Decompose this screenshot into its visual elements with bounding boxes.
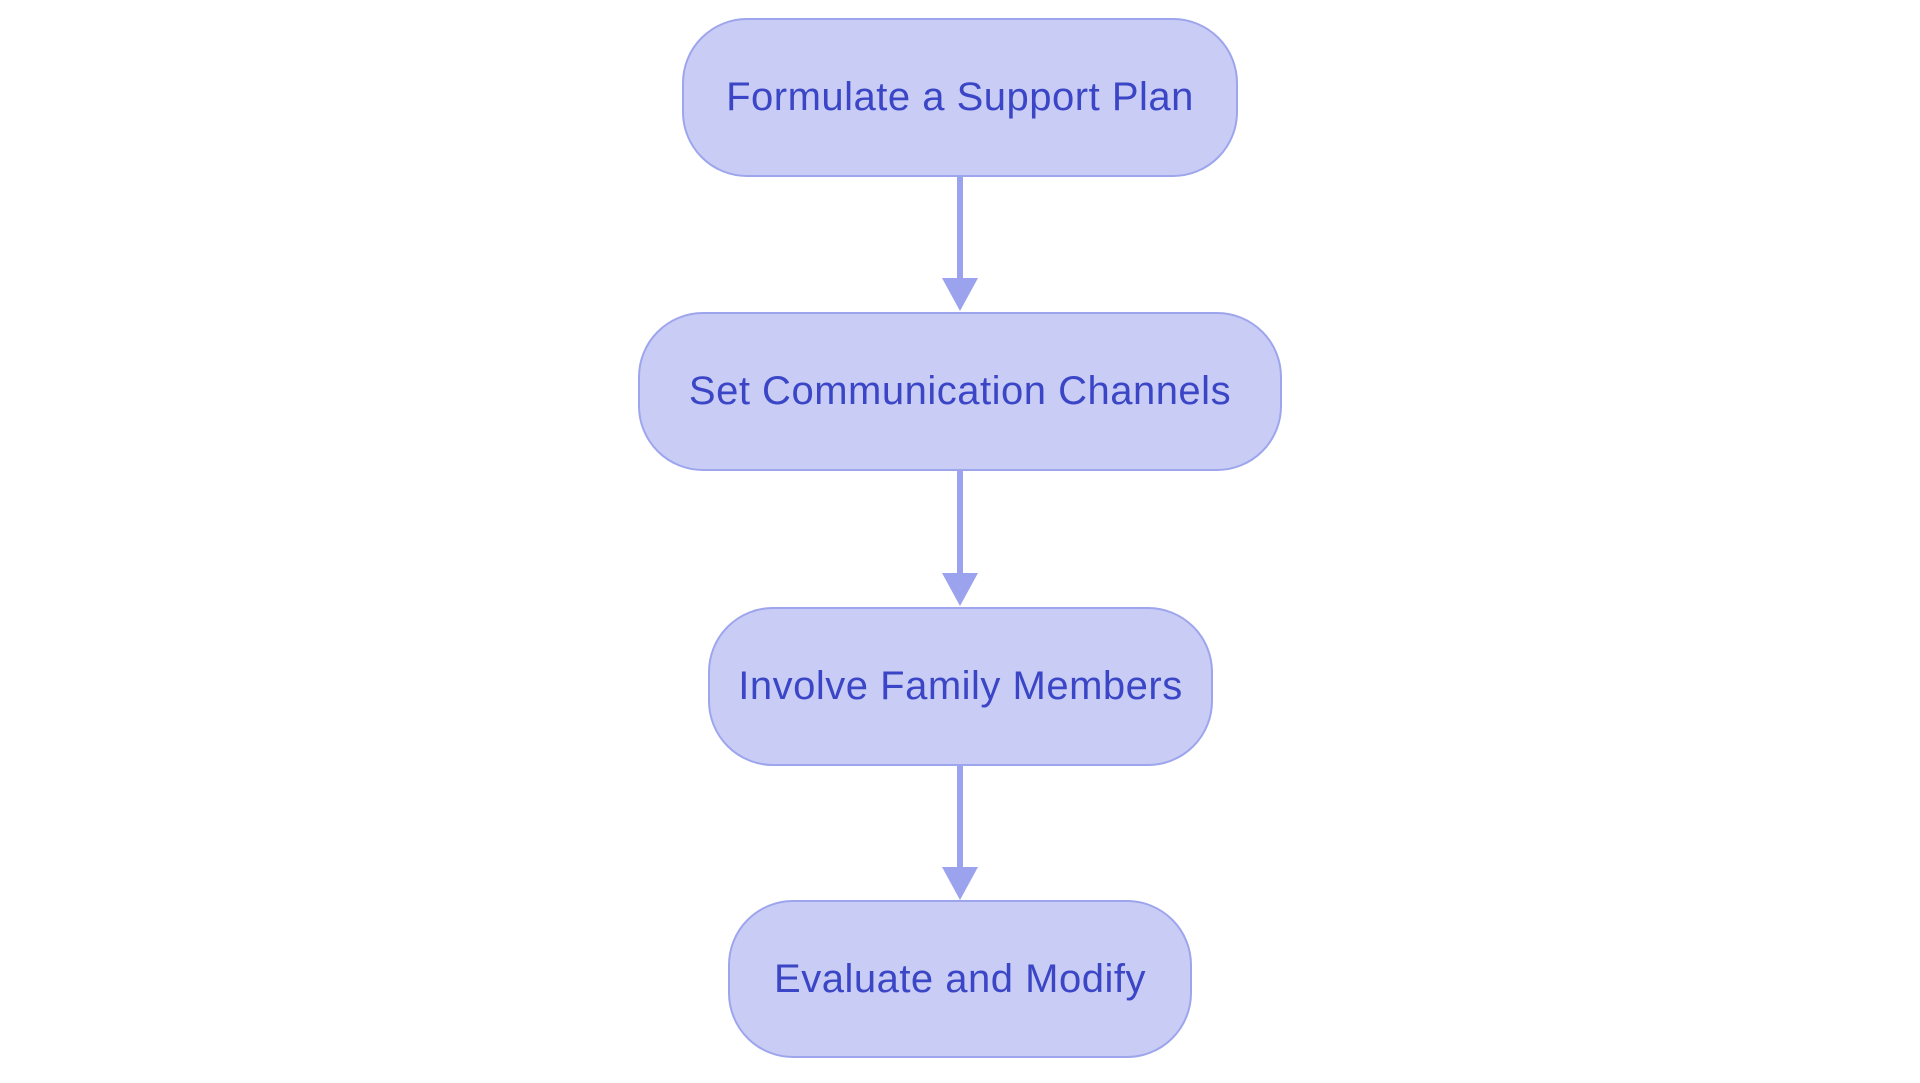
flowchart-node-evaluate-and-modify: Evaluate and Modify	[728, 900, 1192, 1058]
node-label: Evaluate and Modify	[774, 956, 1146, 1001]
node-label: Involve Family Members	[738, 664, 1183, 708]
flow-arrow-2	[942, 471, 978, 606]
node-label: Set Communication Channels	[688, 369, 1232, 413]
flowchart-node-set-communication-channels: Set Communication Channels	[638, 312, 1282, 471]
arrow-shaft	[957, 471, 963, 576]
arrow-head-icon	[942, 867, 978, 900]
arrow-head-icon	[942, 573, 978, 606]
flowchart-node-formulate-support-plan: Formulate a Support Plan	[682, 18, 1238, 177]
arrow-shaft	[957, 177, 963, 281]
flowchart-node-involve-family-members: Involve Family Members	[708, 607, 1213, 766]
arrow-shaft	[957, 766, 963, 870]
flow-arrow-1	[942, 177, 978, 311]
arrow-head-icon	[942, 278, 978, 311]
flow-arrow-3	[942, 766, 978, 900]
node-label: Formulate a Support Plan	[726, 75, 1194, 119]
